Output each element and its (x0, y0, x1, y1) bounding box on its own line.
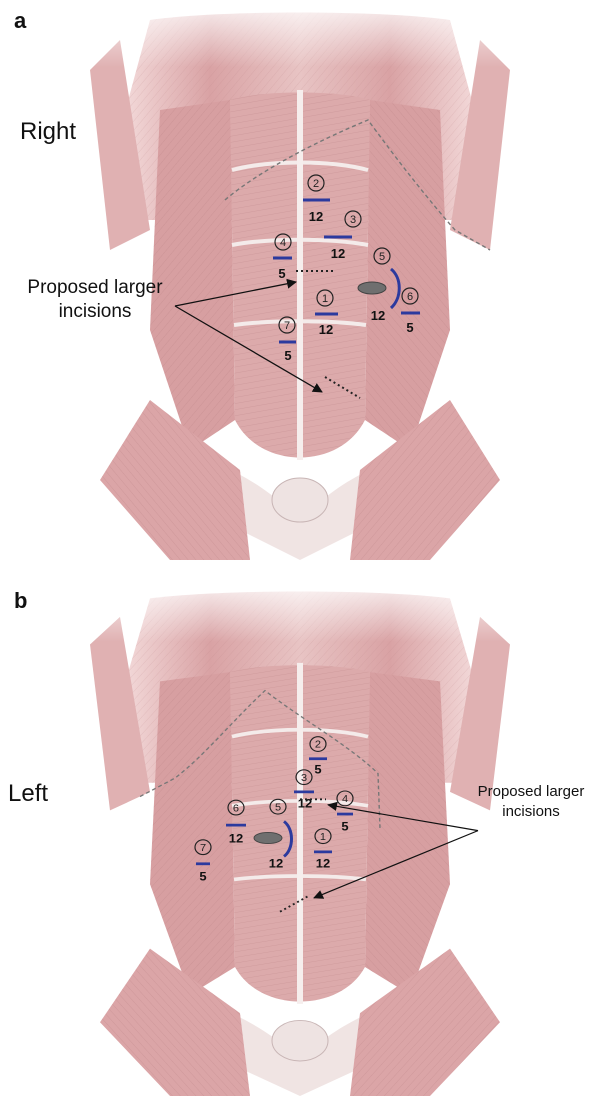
svg-text:3: 3 (301, 772, 307, 783)
callout-text-b: Proposed larger incisions (462, 782, 600, 822)
svg-text:12: 12 (319, 322, 333, 337)
svg-text:4: 4 (280, 237, 286, 249)
svg-text:5: 5 (199, 870, 206, 883)
side-label-right: Right (20, 118, 76, 146)
svg-text:5: 5 (341, 820, 348, 833)
svg-text:12: 12 (229, 832, 244, 845)
svg-text:12: 12 (331, 246, 345, 261)
svg-text:4: 4 (342, 793, 348, 804)
svg-text:6: 6 (407, 291, 413, 303)
callout-line2-a: incisions (10, 300, 180, 324)
svg-text:2: 2 (313, 178, 319, 190)
torso-illustration-b: 2 5 3 12 4 5 5 12 6 12 (0, 580, 600, 1096)
svg-text:12: 12 (371, 308, 385, 323)
panel-b: 2 5 3 12 4 5 5 12 6 12 (0, 580, 600, 1096)
svg-text:5: 5 (278, 266, 285, 281)
panel-letter-b: b (14, 588, 27, 614)
umbilicus-b (254, 832, 282, 843)
callout-text-a: Proposed larger incisions (10, 276, 180, 324)
svg-text:1: 1 (320, 831, 326, 842)
svg-text:5: 5 (314, 763, 321, 776)
callout-line2-b: incisions (462, 802, 600, 822)
side-label-left: Left (8, 780, 48, 808)
svg-text:1: 1 (322, 293, 328, 305)
svg-text:5: 5 (406, 320, 413, 335)
svg-text:5: 5 (379, 251, 385, 263)
svg-text:5: 5 (275, 802, 281, 813)
svg-text:6: 6 (233, 803, 239, 814)
svg-text:12: 12 (316, 857, 331, 870)
svg-text:7: 7 (284, 320, 290, 332)
umbilicus-a (358, 282, 386, 294)
callout-line1-b: Proposed larger (462, 782, 600, 802)
panel-a: 2 12 3 12 4 5 5 12 1 12 (0, 0, 600, 560)
panel-letter-a: a (14, 8, 26, 34)
svg-text:12: 12 (309, 209, 323, 224)
svg-text:3: 3 (350, 214, 356, 226)
svg-text:2: 2 (315, 739, 321, 750)
callout-line1-a: Proposed larger (10, 276, 180, 300)
svg-text:12: 12 (269, 857, 284, 870)
svg-text:5: 5 (284, 348, 291, 363)
svg-text:7: 7 (200, 842, 206, 853)
